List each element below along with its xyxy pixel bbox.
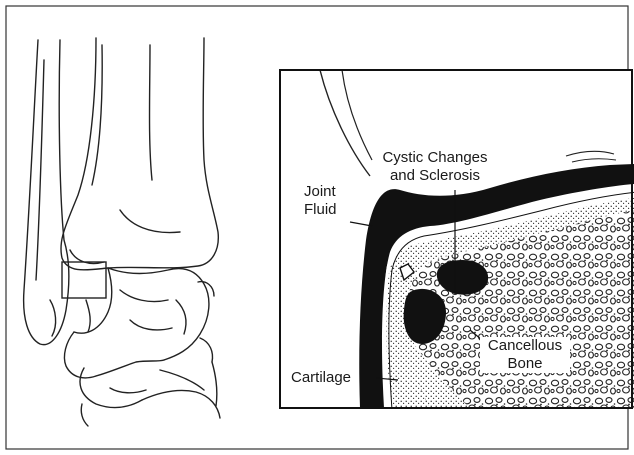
label-cartilage: Cartilage (291, 369, 351, 387)
label-fluid: Fluid (304, 201, 337, 219)
ankle-drawing (24, 38, 220, 426)
label-cystic-changes: Cystic Changes (380, 149, 490, 167)
magnified-joint-inset (280, 70, 634, 410)
label-cancellous: Cancellous (480, 337, 570, 355)
label-and-sclerosis: and Sclerosis (380, 167, 490, 185)
label-bone: Bone (480, 355, 570, 373)
label-joint: Joint (304, 183, 336, 201)
